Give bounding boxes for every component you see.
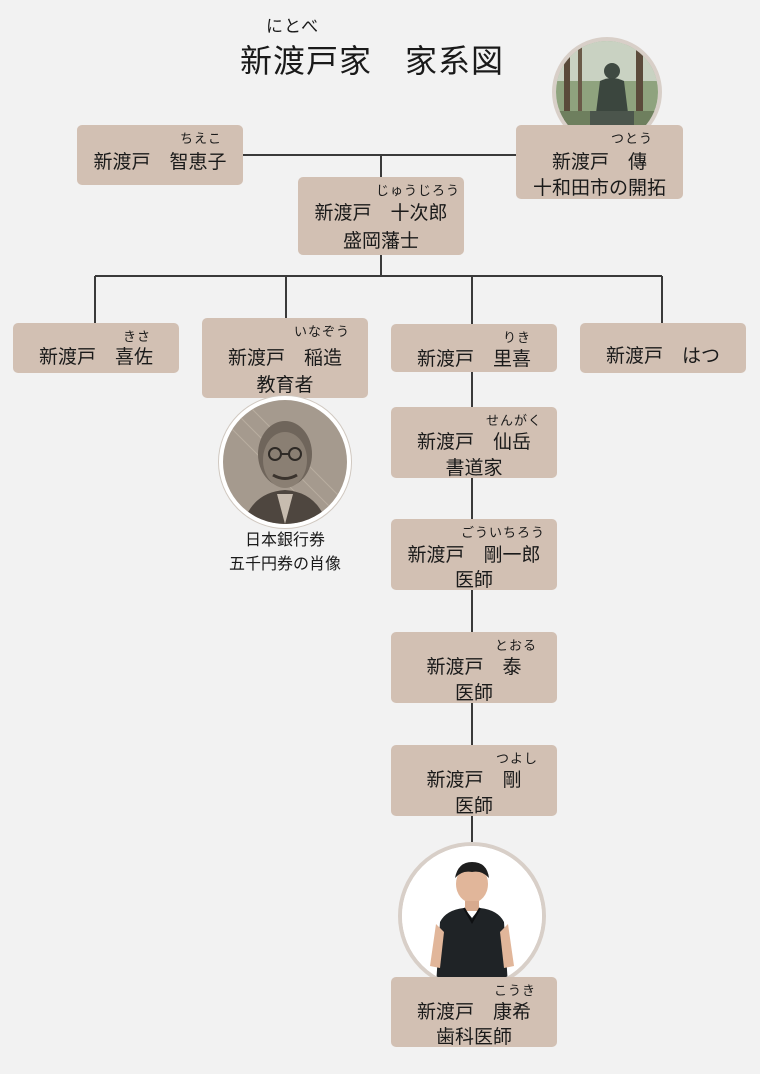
page-title: 新渡戸家 家系図	[240, 42, 505, 80]
person-inazo: いなぞう 新渡戸 稲造 教育者	[202, 318, 368, 398]
banknote-portrait-image	[223, 400, 347, 524]
ruby: りき	[503, 331, 532, 346]
person-role: 医師	[454, 795, 493, 817]
person-name: 新渡戸 仙岳	[416, 431, 531, 453]
ruby: ごういちろう	[461, 526, 546, 541]
caption-line-2: 五千円券の肖像	[228, 554, 341, 573]
ruby: きさ	[123, 330, 152, 345]
banknote-caption: 日本銀行券 五千円券の肖像	[205, 528, 365, 576]
caption-line-1: 日本銀行券	[244, 530, 325, 549]
person-goichiro: ごういちろう 新渡戸 剛一郎 医師	[391, 519, 557, 591]
person-name: 新渡戸 稲造	[227, 347, 342, 369]
ruby: つよし	[496, 752, 539, 767]
title-ruby: にとべ	[266, 17, 320, 37]
person-toru: とおる 新渡戸 泰 医師	[391, 632, 557, 704]
person-name: 新渡戸 十次郎	[314, 202, 448, 224]
person-chieko: ちえこ 新渡戸 智恵子	[77, 125, 243, 185]
dentist-portrait-image	[402, 846, 542, 986]
person-sengaku: せんがく 新渡戸 仙岳 書道家	[391, 407, 557, 479]
person-role: 医師	[454, 569, 493, 591]
person-name: 新渡戸 はつ	[605, 345, 720, 367]
person-role: 十和田市の開拓	[532, 177, 666, 199]
person-role: 教育者	[256, 374, 314, 396]
koki-portrait-photo	[398, 842, 546, 990]
person-kisa: きさ 新渡戸 喜佐	[13, 323, 179, 373]
person-name: 新渡戸 剛一郎	[407, 544, 541, 566]
person-tsuto: つとう 新渡戸 傳 十和田市の開拓	[516, 125, 683, 199]
person-name: 新渡戸 傳	[551, 151, 647, 173]
ruby: せんがく	[486, 414, 543, 429]
person-name: 新渡戸 智恵子	[93, 151, 227, 173]
person-name: 新渡戸 康希	[416, 1001, 531, 1023]
ruby: こうき	[494, 984, 537, 999]
ruby: とおる	[495, 639, 538, 654]
person-koki: こうき 新渡戸 康希 歯科医師	[391, 977, 557, 1048]
ruby: いなぞう	[294, 325, 351, 340]
person-name: 新渡戸 泰	[426, 656, 522, 678]
person-role: 書道家	[445, 457, 503, 479]
person-role: 盛岡藩士	[342, 230, 419, 252]
ruby: じゅうじろう	[376, 184, 461, 199]
person-jujiro: じゅうじろう 新渡戸 十次郎 盛岡藩士	[298, 177, 464, 255]
person-name: 新渡戸 里喜	[416, 348, 531, 370]
person-role: 歯科医師	[435, 1026, 512, 1048]
person-riki: りき 新渡戸 里喜	[391, 324, 557, 372]
ruby: ちえこ	[180, 132, 223, 147]
person-name: 新渡戸 喜佐	[38, 346, 153, 368]
person-name: 新渡戸 剛	[426, 769, 522, 791]
person-tsuyoshi: つよし 新渡戸 剛 医師	[391, 745, 557, 817]
inazo-banknote-photo	[219, 396, 351, 528]
person-role: 医師	[454, 682, 493, 704]
person-hatsu: 新渡戸 はつ	[580, 323, 746, 373]
ruby: つとう	[611, 132, 654, 147]
